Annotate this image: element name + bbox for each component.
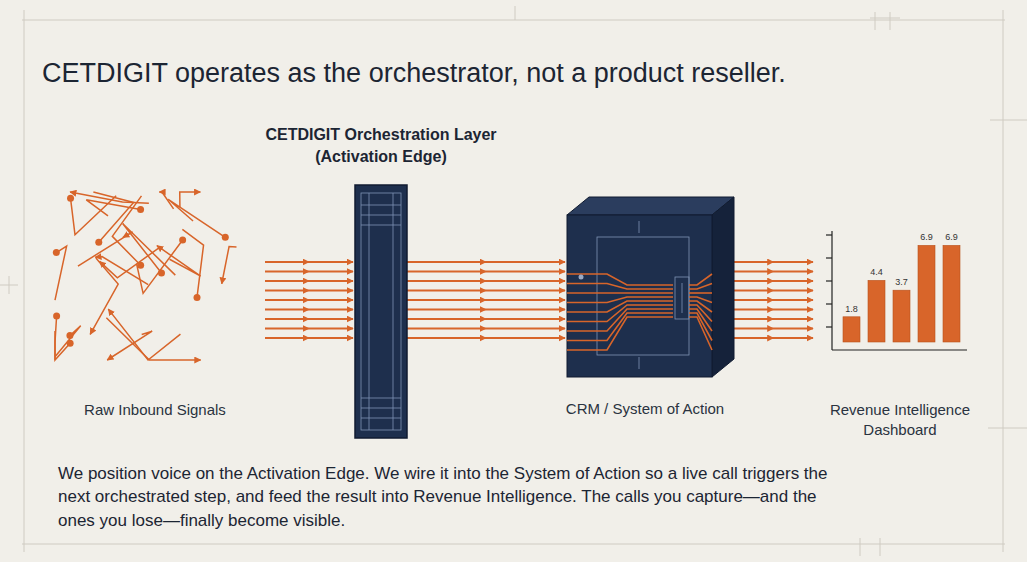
bar-value: 4.4 (870, 267, 883, 277)
node-shape (355, 185, 407, 438)
chart-bar (868, 280, 885, 342)
shape-drawing (50, 185, 265, 365)
chart-bar (893, 290, 910, 342)
bar-value: 1.8 (845, 304, 858, 314)
bundle-line (265, 309, 353, 311)
bundle-line (265, 290, 353, 292)
shape-drawing (355, 185, 407, 438)
signal-dot (222, 234, 229, 241)
bundle-line (265, 318, 353, 320)
band-rect (355, 185, 407, 438)
bundle-line (407, 271, 565, 273)
connector (265, 299, 353, 301)
bar-value: 3.7 (895, 277, 908, 287)
internal-wires (567, 274, 712, 350)
box-dot (579, 275, 584, 280)
bundle-line (734, 337, 813, 339)
bundle-line (407, 337, 565, 339)
node-shape (50, 185, 265, 365)
signal-bundle (265, 262, 353, 338)
signal-bundle (407, 262, 565, 338)
bundle-line (734, 280, 813, 282)
layer-heading: CETDIGIT Orchestration Layer (Activation… (246, 124, 516, 167)
signal-dot (194, 294, 201, 301)
chart-axes (826, 231, 967, 350)
caption: We position voice on the Activation Edge… (58, 462, 828, 532)
node-label: Raw Inbound Signals (40, 400, 270, 420)
bar-value: 6.9 (920, 232, 933, 242)
bundle-line (265, 328, 353, 330)
signal-dot (179, 236, 186, 243)
signal-source: Raw Inbound Signals (40, 180, 270, 430)
bundle-line (265, 280, 353, 282)
dashboard-chart: 1.8 4.4 3.7 6.9 6.9Revenue Intelligence Dash… (805, 225, 995, 455)
node-shape (567, 197, 734, 377)
box-side (712, 197, 734, 377)
chart-bar (943, 245, 960, 342)
box-top (567, 197, 734, 215)
signal-dot (66, 332, 73, 339)
bundle-line (407, 318, 565, 320)
system-box: CRM / System of Action (540, 185, 750, 425)
bundle-line (734, 261, 813, 263)
bundle-line (265, 261, 353, 263)
node-shape (815, 225, 975, 355)
node-label: Revenue Intelligence Dashboard (805, 400, 995, 439)
bundle-line (407, 261, 565, 263)
bundle-line (734, 309, 813, 311)
bundle-line (734, 328, 813, 330)
band-grid (361, 193, 401, 430)
bundle-line (734, 290, 813, 292)
signal-scribble-lines (55, 192, 236, 360)
signal-dot (67, 340, 74, 347)
title: CETDIGIT operates as the orchestrator, n… (42, 58, 786, 89)
signal-bundle (734, 262, 813, 338)
shape-drawing (567, 197, 734, 377)
bundle-line (407, 328, 565, 330)
bundle-line (734, 271, 813, 273)
chart-bar (843, 317, 860, 342)
signal-dot (95, 239, 102, 246)
box-front (567, 215, 712, 377)
signal-dot (137, 206, 144, 213)
orchestration-band: CETDIGIT Orchestration Layer (Activation… (246, 120, 516, 440)
connector (407, 299, 565, 301)
bundle-line (407, 309, 565, 311)
signal-dot (67, 195, 74, 202)
chart-bar (918, 245, 935, 342)
bundle-line (265, 271, 353, 273)
signal-dot (137, 262, 144, 269)
signal-dot (158, 269, 165, 276)
signal-dot (53, 249, 60, 256)
box-detail (597, 221, 689, 369)
shape-drawing (815, 225, 975, 355)
bundle-line (734, 318, 813, 320)
node-label: CRM / System of Action (540, 399, 750, 419)
bundle-line (407, 280, 565, 282)
connector (734, 299, 813, 301)
bar-value: 6.9 (945, 232, 958, 242)
bundle-line (407, 290, 565, 292)
bundle-line (265, 337, 353, 339)
signal-dot (53, 313, 60, 320)
